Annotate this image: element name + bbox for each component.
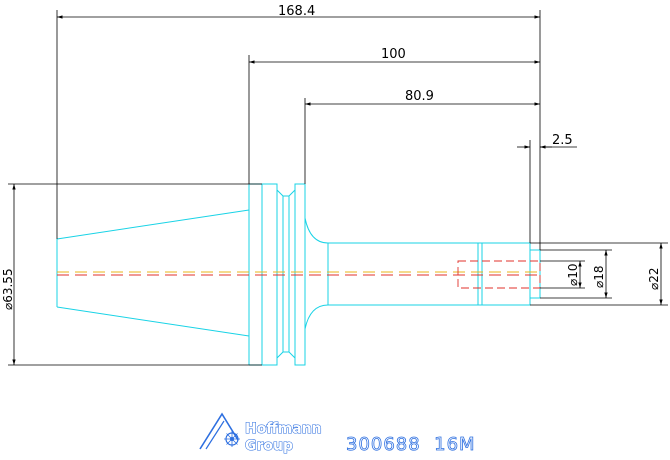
bore-diameter-label: ⌀10 [566,264,580,287]
tip [530,249,541,299]
v-groove [276,189,296,359]
dim-flange-diameter: ⌀63.55 [1,183,262,366]
hidden-bore [457,260,541,289]
dim-overall-length: 168.4 [56,4,541,250]
dim-bore-diameter: ⌀10 [540,260,585,289]
part-number: 300688 16M [346,434,476,455]
collet-diameter-label: ⌀18 [592,266,606,289]
rear-flange [294,183,306,366]
dim-collet-diameter: ⌀18 [540,249,612,299]
tip-offset-label: 2.5 [552,133,573,148]
projection-length-label: 80.9 [405,89,434,104]
dim-nose-diameter: ⌀22 [530,242,668,306]
nose [477,242,531,306]
dim-projection-length: 80.9 [304,89,540,184]
shank [327,242,478,306]
shank-length-label: 100 [381,47,406,62]
dim-shank-length: 100 [248,47,540,184]
nose-diameter-label: ⌀22 [647,268,661,291]
hoffmann-logo-icon [199,412,240,450]
taper-cone [56,209,250,337]
logo-line-2: Group [245,438,293,454]
dim-tip-offset: 2.5 [517,133,577,243]
logo-line-1: Hoffmann [245,421,322,437]
shank-fillet-bottom [304,304,329,330]
shank-fillet-top [304,217,329,244]
flange-diameter-label: ⌀63.55 [1,268,15,310]
overall-length-label: 168.4 [278,4,315,19]
